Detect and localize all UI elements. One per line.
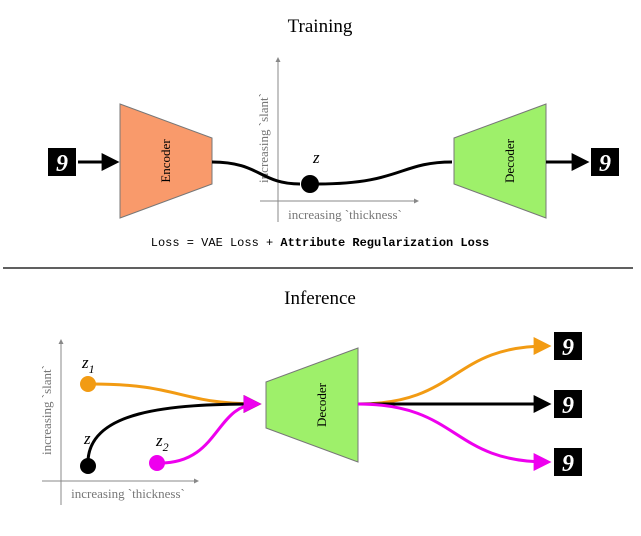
encoder-block: Encoder <box>119 103 213 219</box>
training-output-digit-icon: 9 <box>591 148 619 177</box>
magenta-output-path <box>357 402 552 471</box>
training-latent-axes: increasing `slant` increasing `thickness… <box>256 57 419 222</box>
inference-decoder-block: Decoder <box>265 347 359 463</box>
output-digit-bottom-icon: 9 <box>554 448 582 477</box>
training-x-axis-label: increasing `thickness` <box>288 207 402 222</box>
encoder-label: Encoder <box>158 139 173 183</box>
z2-path <box>159 395 262 465</box>
training-z-label: z <box>312 148 320 167</box>
svg-text:9: 9 <box>562 451 574 477</box>
loss-formula: Loss = VAE Loss + Attribute Regularizati… <box>151 236 489 250</box>
training-input-digit-icon: 9 <box>48 148 76 177</box>
z-to-decoder-path <box>317 160 453 186</box>
svg-text:9: 9 <box>562 335 574 361</box>
z-point <box>80 458 96 474</box>
svg-text:9: 9 <box>56 151 68 177</box>
z-path <box>86 395 262 467</box>
z2-point <box>149 455 165 471</box>
training-decoder-block: Decoder <box>453 103 547 219</box>
inference-y-axis-label: increasing `slant` <box>39 365 54 455</box>
output-digit-top-icon: 9 <box>554 332 582 361</box>
inference-z-label: z <box>83 429 91 448</box>
inference-latent-axes: increasing `slant` increasing `thickness… <box>39 339 199 505</box>
training-decoder-label: Decoder <box>502 138 517 183</box>
inference-x-axis-label: increasing `thickness` <box>71 486 185 501</box>
inference-decoder-label: Decoder <box>314 382 329 427</box>
orange-output-path <box>357 337 552 406</box>
training-y-axis-label: increasing `slant` <box>256 93 271 183</box>
training-z-point <box>301 175 319 193</box>
encoder-to-z-path <box>211 160 301 186</box>
svg-text:9: 9 <box>599 151 611 177</box>
inference-title: Inference <box>284 288 356 309</box>
svg-text:9: 9 <box>562 393 574 419</box>
z2-label: z2 <box>155 431 169 454</box>
z1-point <box>80 376 96 392</box>
z1-path <box>91 382 262 413</box>
output-digit-middle-icon: 9 <box>554 390 582 419</box>
training-title: Training <box>288 16 353 37</box>
z1-label: z1 <box>81 353 95 376</box>
